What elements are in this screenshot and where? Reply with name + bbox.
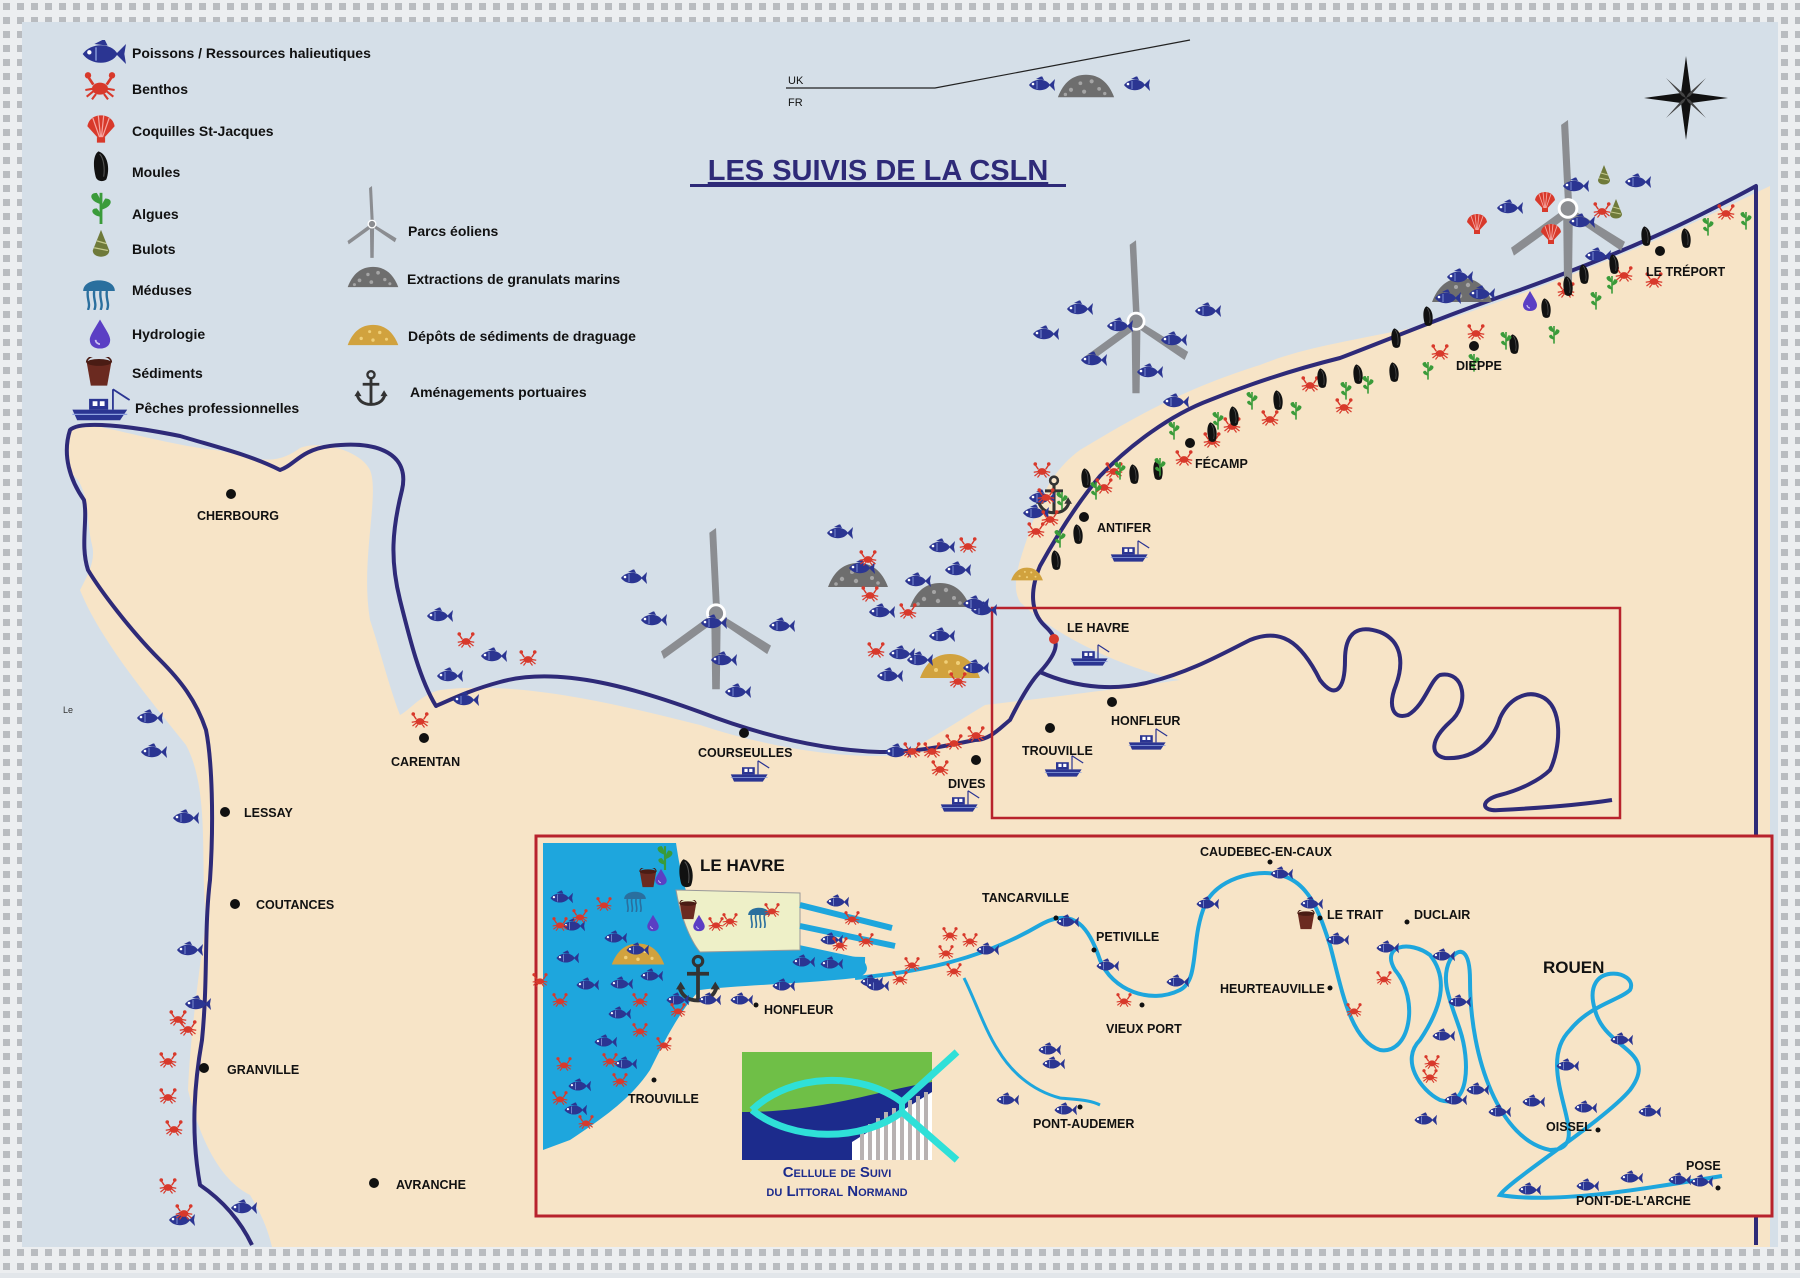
- legend-whelk-label: Bulots: [132, 241, 176, 257]
- city-fecamp: FÉCAMP: [1195, 456, 1248, 471]
- inset-estuary-water: [543, 843, 867, 1150]
- estuary-inset: LE HAVRE HONFLEUR TROUVILLE TANCARVILLE …: [534, 834, 1774, 1218]
- inset-rouen: ROUEN: [1543, 958, 1604, 977]
- city-dieppe: DIEPPE: [1456, 359, 1502, 373]
- legend-aggregate-label: Extractions de granulats marins: [407, 271, 620, 287]
- city-le-havre: LE HAVRE: [1067, 621, 1129, 635]
- edge-label-le: Le: [63, 705, 73, 715]
- legend-benthos-label: Benthos: [132, 81, 188, 97]
- inset-le-havre: LE HAVRE: [700, 856, 785, 875]
- estuary-zoom-box: [990, 606, 1622, 820]
- inset-channel: [799, 902, 896, 949]
- city-lessay: LESSAY: [244, 806, 294, 820]
- inset-risle-river: [962, 977, 1101, 1107]
- city-honfleur: HONFLEUR: [1111, 714, 1180, 728]
- inset-port-area: [675, 889, 801, 953]
- coastline: [64, 184, 1758, 1246]
- inset-oissel: OISSEL: [1546, 1120, 1592, 1134]
- city-markers: CHERBOURG CARENTAN LESSAY COUTANCES GRAN…: [63, 246, 1726, 1192]
- compass-rose-icon: [1644, 56, 1728, 140]
- legend: Poissons / Ressources halieutiques Benth…: [71, 40, 636, 422]
- city-avranche: AVRANCHE: [396, 1178, 466, 1192]
- legend-turbine-label: Parcs éoliens: [408, 223, 498, 239]
- city-coutances: COUTANCES: [256, 898, 334, 912]
- city-trouville: TROUVILLE: [1022, 744, 1093, 758]
- legend-algae-label: Algues: [132, 206, 179, 222]
- city-le-treport: LE TRÉPORT: [1646, 264, 1726, 279]
- inset-duclair: DUCLAIR: [1414, 908, 1470, 922]
- inset-vieux-port: VIEUX PORT: [1106, 1022, 1182, 1036]
- city-courseulles: COURSEULLES: [698, 746, 792, 760]
- legend-deposit-label: Dépôts de sédiments de draguage: [408, 328, 636, 344]
- inset-petiville: PETIVILLE: [1096, 930, 1159, 944]
- inset-tancarville: TANCARVILLE: [982, 891, 1069, 905]
- inset-caudebec: CAUDEBEC-EN-CAUX: [1200, 845, 1333, 859]
- seine-river-upper: [1039, 627, 1613, 813]
- inset-le-trait: LE TRAIT: [1327, 908, 1384, 922]
- uk-fr-border: [786, 39, 1191, 89]
- uk-label: UK: [788, 75, 804, 87]
- legend-scallop-label: Coquilles St-Jacques: [132, 123, 274, 139]
- city-cherbourg: CHERBOURG: [197, 509, 279, 523]
- page-title: LES SUIVIS DE LA CSLN: [708, 155, 1049, 187]
- inset-seine-river: [854, 871, 1723, 1200]
- legend-jellyfish-label: Méduses: [132, 282, 192, 298]
- inset-channel: [699, 953, 866, 967]
- legend-fishing-label: Pêches professionnelles: [135, 400, 299, 416]
- logo-line-1: Cellule de Suivi: [783, 1164, 892, 1181]
- legend-mussel-label: Moules: [132, 164, 180, 180]
- inset-heurteauville: HEURTEAUVILLE: [1220, 982, 1325, 996]
- city-granville: GRANVILLE: [227, 1063, 299, 1077]
- legend-fish-label: Poissons / Ressources halieutiques: [132, 45, 371, 61]
- inset-pont-audemer: PONT-AUDEMER: [1033, 1117, 1134, 1131]
- city-carentan: CARENTAN: [391, 755, 460, 769]
- inset-pose: POSE: [1686, 1159, 1721, 1173]
- legend-port-label: Aménagements portuaires: [410, 384, 587, 400]
- fr-label: FR: [788, 97, 803, 109]
- legend-hydrology-label: Hydrologie: [132, 326, 205, 342]
- csln-logo: [742, 1049, 960, 1163]
- title-underline: [690, 184, 1066, 187]
- city-dives: DIVES: [948, 777, 986, 791]
- legend-sediments-label: Sédiments: [132, 365, 203, 381]
- inset-pont-de-larche: PONT-DE-L'ARCHE: [1576, 1194, 1691, 1208]
- inset-trouville: TROUVILLE: [628, 1092, 699, 1106]
- logo-line-2: du Littoral Normand: [766, 1183, 907, 1200]
- city-antifer: ANTIFER: [1097, 521, 1151, 535]
- inset-honfleur: HONFLEUR: [764, 1003, 833, 1017]
